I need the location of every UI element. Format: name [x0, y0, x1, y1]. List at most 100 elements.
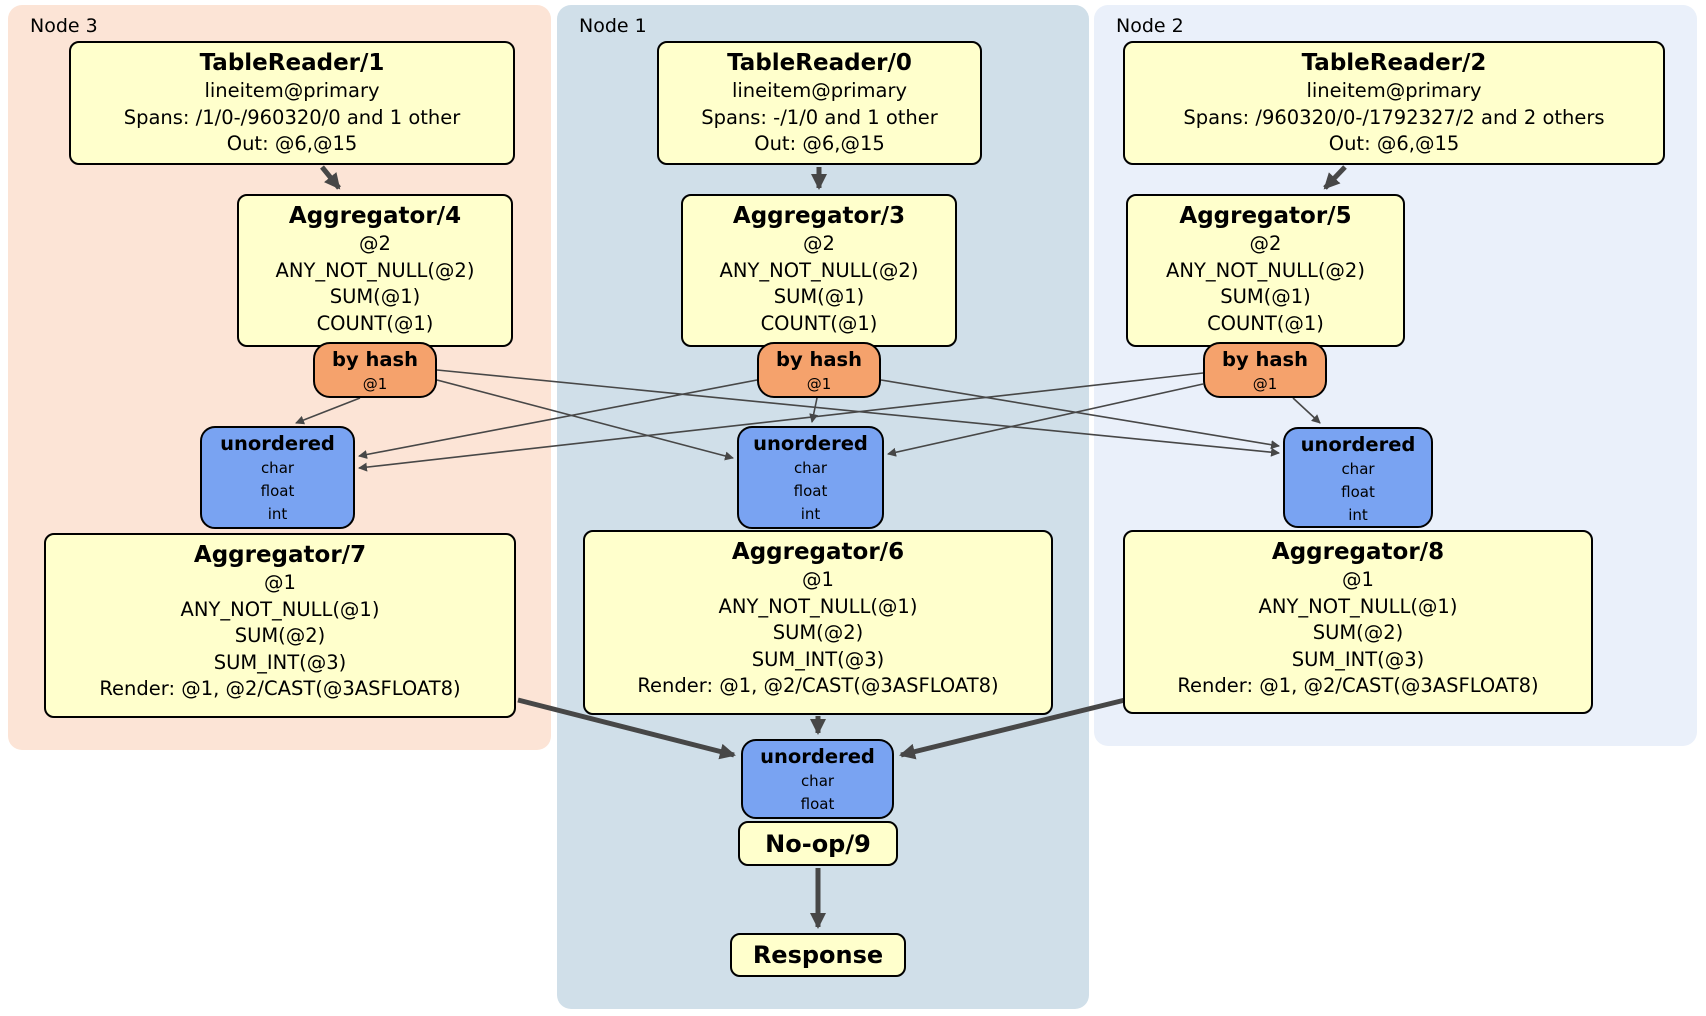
sync-title: unordered — [753, 432, 868, 455]
sync-line: char — [260, 459, 295, 477]
edge-byhash2-un3 — [358, 372, 1204, 472]
box-aggregator-7: Aggregator/7 @1 ANY_NOT_NULL(@1) SUM(@2)… — [44, 533, 516, 718]
sync-line: int — [800, 505, 821, 523]
box-line: Out: @6,@15 — [754, 132, 885, 155]
sync-line: int — [267, 505, 288, 523]
sync-line: char — [1341, 460, 1375, 478]
router-line: @1 — [362, 375, 388, 393]
router-by-hash-node1: by hash @1 — [757, 342, 881, 398]
box-line: @1 — [1342, 568, 1374, 591]
box-aggregator-6: Aggregator/6 @1 ANY_NOT_NULL(@1) SUM(@2)… — [583, 530, 1053, 715]
router-line: @1 — [1252, 375, 1278, 393]
sync-line: float — [793, 482, 828, 500]
box-title: TableReader/1 — [199, 50, 385, 76]
box-line: Out: @6,@15 — [226, 132, 358, 155]
box-line: COUNT(@1) — [316, 311, 434, 335]
box-aggregator-8: Aggregator/8 @1 ANY_NOT_NULL(@1) SUM(@2)… — [1123, 530, 1593, 714]
box-aggregator-5: Aggregator/5 @2 ANY_NOT_NULL(@2) SUM(@1)… — [1126, 194, 1405, 347]
box-tablereader-0: TableReader/0 lineitem@primary Spans: -/… — [657, 41, 982, 165]
sync-line: float — [800, 795, 835, 813]
edge-aggregator7-unordered-final — [517, 697, 736, 760]
router-line: @1 — [806, 375, 832, 393]
box-line: Render: @1, @2/CAST(@3ASFLOAT8) — [99, 677, 461, 700]
box-line: Render: @1, @2/CAST(@3ASFLOAT8) — [1177, 674, 1539, 697]
sync-line: int — [1348, 506, 1368, 524]
sync-title: unordered — [760, 745, 875, 768]
sync-unordered-final: unordered char float — [741, 739, 894, 819]
box-title: Aggregator/3 — [732, 203, 906, 229]
sync-unordered-node2: unordered char float int — [1283, 427, 1433, 528]
edge-tablereader1-aggregator4 — [320, 165, 341, 190]
box-line: SUM(@1) — [773, 285, 865, 308]
box-line: Out: @6,@15 — [1328, 132, 1460, 155]
box-line: @2 — [359, 232, 391, 255]
box-noop-9: No-op/9 — [738, 821, 898, 866]
box-title: Aggregator/6 — [731, 539, 905, 565]
edge-byhash3-un1 — [436, 379, 734, 461]
edge-byhash1-un1 — [809, 397, 819, 423]
box-tablereader-2: TableReader/2 lineitem@primary Spans: /9… — [1123, 41, 1665, 165]
box-title: Aggregator/7 — [193, 542, 367, 568]
edge-aggregator8-unordered-final — [899, 697, 1126, 760]
box-line: Spans: /1/0-/960320/0 and 1 other — [123, 105, 461, 129]
box-line: SUM(@2) — [772, 621, 864, 644]
region-label-node3: Node 3 — [30, 15, 98, 37]
sync-title: unordered — [1300, 433, 1416, 456]
edge-tablereader2-aggregator5 — [1323, 165, 1347, 190]
box-line: SUM(@1) — [1220, 285, 1311, 308]
box-line: COUNT(@1) — [760, 311, 878, 335]
edge-byhash3-un3 — [295, 397, 361, 425]
box-line: lineitem@primary — [731, 79, 908, 102]
box-line: @2 — [803, 232, 835, 255]
box-line: COUNT(@1) — [1207, 311, 1324, 335]
box-line: lineitem@primary — [1306, 79, 1482, 102]
box-line: Spans: -/1/0 and 1 other — [701, 105, 938, 129]
box-title: TableReader/0 — [727, 50, 912, 76]
box-title: No-op/9 — [765, 829, 871, 858]
region-label-node1: Node 1 — [579, 15, 647, 37]
box-line: SUM_INT(@3) — [213, 650, 347, 674]
edge-byhash1-un3 — [358, 379, 758, 459]
sync-unordered-node3: unordered char float int — [200, 426, 355, 529]
router-by-hash-node3: by hash @1 — [313, 342, 437, 398]
box-tablereader-1: TableReader/1 lineitem@primary Spans: /1… — [69, 41, 515, 165]
box-line: ANY_NOT_NULL(@1) — [1258, 594, 1458, 618]
router-by-hash-node2: by hash @1 — [1203, 342, 1327, 398]
box-line: SUM(@2) — [1312, 621, 1404, 644]
box-line: SUM_INT(@3) — [751, 647, 885, 671]
box-line: SUM_INT(@3) — [1291, 647, 1425, 671]
box-title: Aggregator/4 — [288, 203, 462, 229]
edge-byhash1-un2 — [880, 379, 1280, 450]
box-line: @1 — [802, 568, 834, 591]
box-title: Aggregator/8 — [1271, 539, 1445, 565]
box-aggregator-4: Aggregator/4 @2 ANY_NOT_NULL(@2) SUM(@1)… — [237, 194, 513, 347]
router-title: by hash — [776, 348, 862, 371]
box-line: ANY_NOT_NULL(@1) — [180, 597, 380, 621]
box-line: @1 — [264, 571, 296, 594]
region-label-node2: Node 2 — [1116, 15, 1184, 37]
box-line: Spans: /960320/0-/1792327/2 and 2 others — [1183, 105, 1605, 129]
box-line: SUM(@1) — [329, 285, 421, 308]
edge-byhash2-un1 — [887, 383, 1204, 457]
box-title: Aggregator/5 — [1179, 203, 1352, 229]
sync-unordered-node1: unordered char float int — [737, 426, 884, 529]
box-aggregator-3: Aggregator/3 @2 ANY_NOT_NULL(@2) SUM(@1)… — [681, 194, 957, 347]
box-line: ANY_NOT_NULL(@2) — [1166, 258, 1365, 282]
router-title: by hash — [332, 348, 418, 371]
edge-byhash2-un2 — [1292, 397, 1321, 424]
router-title: by hash — [1222, 348, 1308, 371]
sync-line: float — [1341, 483, 1375, 501]
box-title: Response — [752, 941, 884, 969]
box-line: ANY_NOT_NULL(@2) — [275, 258, 475, 282]
box-title: TableReader/2 — [1301, 50, 1487, 76]
box-line: ANY_NOT_NULL(@2) — [719, 258, 919, 282]
box-response: Response — [730, 933, 906, 977]
box-line: SUM(@2) — [234, 624, 326, 647]
sync-line: char — [793, 459, 828, 477]
sync-line: char — [800, 772, 835, 790]
box-line: ANY_NOT_NULL(@1) — [718, 594, 918, 618]
box-line: lineitem@primary — [204, 79, 380, 102]
sync-title: unordered — [220, 432, 335, 455]
